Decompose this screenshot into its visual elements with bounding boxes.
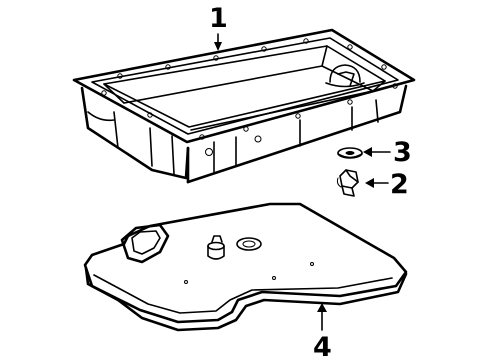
leader-4: [317, 303, 327, 331]
flange-bolt-holes: [101, 38, 398, 140]
oil-pan-part: [72, 28, 416, 184]
filter-part: [83, 202, 408, 332]
leader-1: [214, 33, 222, 51]
callout-2: 2: [390, 169, 409, 200]
drain-plug-part: [336, 169, 359, 197]
washer-part: [337, 147, 363, 159]
callout-1: 1: [209, 3, 228, 34]
callout-3: 3: [393, 137, 412, 168]
callout-4: 4: [313, 332, 332, 360]
leader-2: [365, 178, 389, 188]
leader-3: [363, 147, 391, 157]
